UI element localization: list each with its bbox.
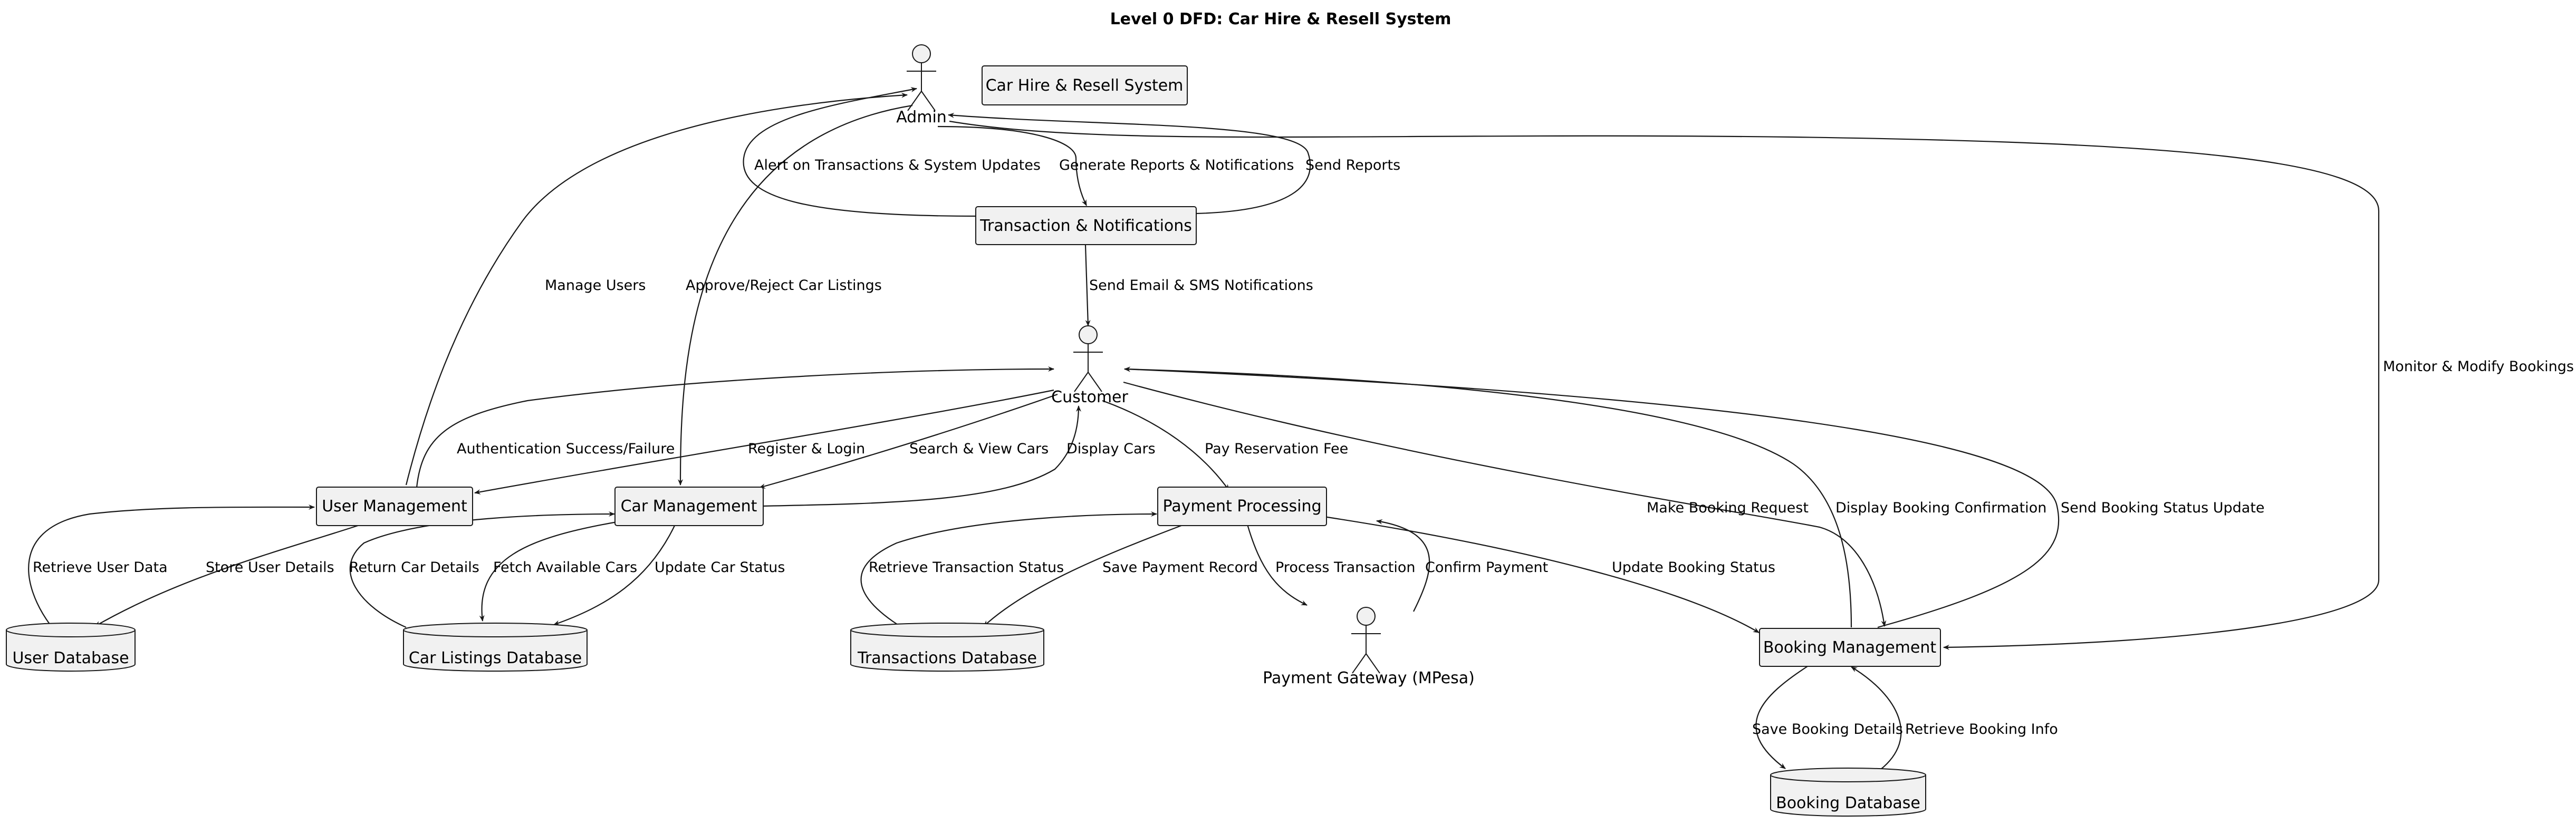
edge-labels: Alert on Transactions & System Updates G…	[33, 157, 2574, 738]
edge-monitor-modify	[949, 120, 2380, 650]
edges	[28, 87, 2380, 770]
label-confirm-payment: Confirm Payment	[1425, 559, 1548, 576]
label-retrieve-transaction: Retrieve Transaction Status	[869, 559, 1064, 576]
edge-generate-reports	[937, 125, 1087, 206]
label-update-car: Update Car Status	[655, 559, 785, 576]
edge-display-confirmation	[1124, 366, 1852, 628]
label-auth-result: Authentication Success/Failure	[457, 441, 675, 457]
svg-text:Payment Processing: Payment Processing	[1162, 497, 1321, 516]
payment-processing-process: Payment Processing	[1157, 487, 1327, 526]
svg-text:User Management: User Management	[322, 497, 467, 516]
label-fetch-cars: Fetch Available Cars	[493, 559, 637, 576]
edge-alert	[743, 87, 976, 217]
system-label-box: Car Hire & Resell System	[982, 65, 1188, 105]
payment-gateway-label: Payment Gateway (MPesa)	[1263, 669, 1475, 687]
transaction-notifications-process: Transaction & Notifications	[975, 206, 1197, 245]
label-pay-fee: Pay Reservation Fee	[1205, 441, 1348, 457]
edge-make-booking	[1123, 381, 1887, 627]
customer-label: Customer	[1051, 388, 1128, 406]
edge-send-reports	[948, 112, 1311, 215]
label-register-login: Register & Login	[748, 441, 865, 457]
edge-update-car	[553, 524, 676, 626]
edge-send-email-sms	[1084, 245, 1091, 326]
user-database-store: User Database	[6, 623, 136, 672]
edge-save-payment	[983, 523, 1185, 627]
edge-fetch-cars	[479, 521, 618, 622]
edge-auth-result	[416, 366, 1054, 488]
label-send-reports: Send Reports	[1305, 157, 1400, 173]
user-management-process: User Management	[316, 487, 473, 526]
svg-text:Car Hire & Resell System: Car Hire & Resell System	[986, 76, 1184, 95]
svg-text:Car Management: Car Management	[621, 497, 757, 516]
label-return-car: Return Car Details	[349, 559, 479, 576]
booking-database-store: Booking Database	[1770, 768, 1926, 817]
label-retrieve-booking: Retrieve Booking Info	[1905, 721, 2058, 738]
label-save-booking: Save Booking Details	[1752, 721, 1903, 738]
label-save-payment: Save Payment Record	[1102, 559, 1258, 576]
label-display-confirmation: Display Booking Confirmation	[1835, 500, 2046, 516]
edge-retrieve-transaction	[860, 511, 1157, 628]
diagram-title: Level 0 DFD: Car Hire & Resell System	[1110, 10, 1452, 28]
payment-gateway-actor-icon	[1351, 607, 1381, 674]
admin-actor-icon	[907, 44, 936, 111]
label-make-booking: Make Booking Request	[1647, 500, 1809, 516]
label-update-booking: Update Booking Status	[1612, 559, 1775, 576]
edge-retrieve-user	[28, 504, 315, 625]
svg-text:Car Listings Database: Car Listings Database	[409, 649, 582, 667]
edge-send-status	[1124, 366, 2060, 628]
edge-register-login	[474, 389, 1054, 494]
edge-store-user	[94, 521, 370, 627]
label-store-user: Store User Details	[206, 559, 334, 576]
edge-return-car	[349, 511, 615, 628]
transactions-database-store: Transactions Database	[850, 623, 1044, 672]
edge-manage-users	[405, 92, 908, 486]
edge-confirm-payment	[1376, 519, 1430, 612]
customer-actor-icon	[1073, 325, 1103, 392]
label-alert: Alert on Transactions & System Updates	[754, 157, 1041, 173]
label-process-transaction: Process Transaction	[1275, 559, 1415, 576]
svg-text:Transaction & Notifications: Transaction & Notifications	[979, 217, 1192, 235]
label-retrieve-user: Retrieve User Data	[33, 559, 168, 576]
car-listings-database-store: Car Listings Database	[403, 623, 588, 672]
svg-text:User Database: User Database	[12, 649, 129, 667]
label-send-email-sms: Send Email & SMS Notifications	[1089, 277, 1313, 294]
edge-search-view	[759, 393, 1058, 489]
label-display-cars: Display Cars	[1066, 441, 1156, 457]
edge-approve-reject	[678, 104, 913, 486]
label-monitor-modify: Monitor & Modify Bookings	[2383, 358, 2574, 375]
svg-text:Transactions Database: Transactions Database	[857, 649, 1037, 667]
label-manage-users: Manage Users	[545, 277, 646, 294]
label-search-view: Search & View Cars	[909, 441, 1049, 457]
admin-label: Admin	[896, 108, 947, 127]
edge-pay-fee	[1102, 400, 1229, 491]
car-management-process: Car Management	[614, 487, 764, 526]
label-send-status: Send Booking Status Update	[2061, 500, 2265, 516]
edge-update-booking	[1323, 516, 1760, 633]
edge-save-booking	[1755, 665, 1810, 769]
label-approve-reject: Approve/Reject Car Listings	[686, 277, 882, 294]
svg-text:Booking Database: Booking Database	[1776, 794, 1920, 812]
booking-management-process: Booking Management	[1759, 628, 1941, 667]
edge-retrieve-booking	[1851, 666, 1902, 770]
edge-display-cars	[762, 405, 1081, 507]
svg-text:Booking Management: Booking Management	[1763, 638, 1936, 657]
edge-process-transaction	[1246, 524, 1308, 606]
label-generate-reports: Generate Reports & Notifications	[1059, 157, 1294, 173]
